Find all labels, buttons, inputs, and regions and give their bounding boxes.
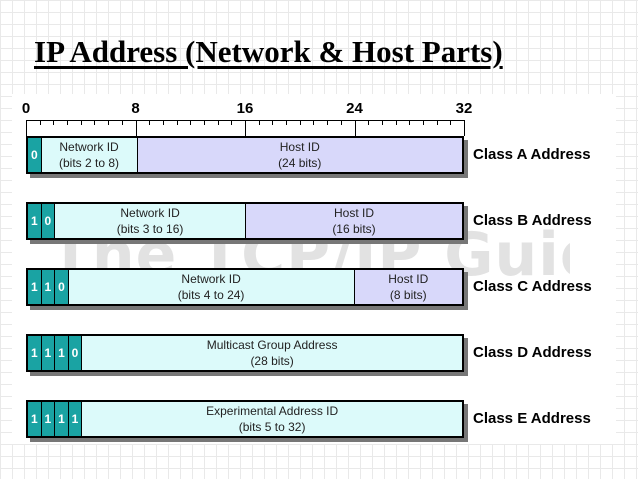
ruler-tick-label: 24 [346,100,363,117]
ruler-minor-tick [381,120,383,125]
leading-bit: 1 [28,402,42,436]
leading-bit: 0 [41,204,56,238]
ruler-minor-tick [176,120,178,125]
leading-bit: 0 [55,270,69,304]
class-label: Class E Address [473,410,591,427]
leading-bit: 1 [41,402,56,436]
host-id-field: Host ID (16 bits) [245,204,462,238]
class-label: Class B Address [473,212,592,229]
leading-bit: 1 [55,336,69,370]
field-size: (bits 2 to 8) [59,156,120,170]
ruler-minor-tick [203,120,205,125]
ruler-minor-tick [53,120,55,125]
field-name: Host ID [333,206,374,220]
ruler-minor-tick [313,120,315,125]
ruler-tick [354,120,356,136]
class-label: Class C Address [473,278,592,295]
class-label: Class D Address [473,344,592,361]
ruler-minor-tick [340,120,342,125]
ruler-minor-tick [149,120,151,125]
ruler-tick-label: 0 [21,100,31,117]
network-id-field: Experimental Address ID (bits 5 to 32) [82,402,462,436]
field-name: Host ID [388,272,429,286]
field-size: (28 bits) [250,354,294,368]
host-id-field: Host ID (8 bits) [353,270,462,304]
field-size: (8 bits) [389,288,427,302]
leading-bit: 0 [28,138,42,172]
ruler-minor-tick [327,120,329,125]
ruler-minor-tick [409,120,411,125]
ruler-tick [135,120,137,136]
leading-bit: 1 [28,204,42,238]
address-bar: 0 Network ID (bits 2 to 8) Host ID (24 bits) [26,136,464,174]
ruler-minor-tick [395,120,397,125]
leading-bit: 1 [68,402,83,436]
ruler-minor-tick [190,120,192,125]
field-size: (bits 3 to 16) [116,222,184,236]
field-size: (bits 4 to 24) [177,288,245,302]
network-id-field: Network ID (bits 3 to 16) [55,204,245,238]
network-id-field: Multicast Group Address (28 bits) [82,336,462,370]
ruler-tick-label: 8 [131,100,140,117]
ruler-minor-tick [217,120,219,125]
leading-bit: 1 [28,270,42,304]
ruler-minor-tick [39,120,41,125]
ruler-minor-tick [80,120,82,125]
leading-bit: 0 [68,336,83,370]
leading-bit: 1 [55,402,69,436]
ruler-minor-tick [162,120,164,125]
field-name: Network ID [59,140,119,154]
ruler-tick [464,120,465,136]
leading-bit: 1 [41,336,56,370]
field-size: (24 bits) [278,156,322,170]
ruler-minor-tick [368,120,370,125]
network-id-field: Network ID (bits 2 to 8) [41,138,137,172]
ruler-minor-tick [258,120,260,125]
ruler-tick-label: 16 [236,100,254,117]
ruler-minor-tick [121,120,123,125]
ruler-minor-tick [108,120,110,125]
ruler-minor-tick [299,120,301,125]
ruler-tick [26,120,27,136]
slide-title: IP Address (Network & Host Parts) [34,34,503,69]
field-name: Multicast Group Address [206,338,338,352]
ruler-minor-tick [231,120,233,125]
ruler-minor-tick [436,120,438,125]
field-name: Host ID [279,140,320,154]
leading-bit: 1 [41,270,56,304]
network-id-field: Network ID (bits 4 to 24) [68,270,354,304]
ruler-minor-tick [94,120,96,125]
field-size: (bits 5 to 32) [238,420,306,434]
ruler-minor-tick [450,120,452,125]
ruler-tick-label: 32 [455,100,473,117]
ruler-line [26,120,464,121]
field-name: Network ID [120,206,180,220]
address-row: 0 Network ID (bits 2 to 8) Host ID (24 bits) [26,136,468,178]
host-id-field: Host ID (24 bits) [136,138,462,172]
field-name: Experimental Address ID [206,404,339,418]
leading-bit: 1 [28,336,42,370]
ruler-minor-tick [422,120,424,125]
ruler-minor-tick [286,120,288,125]
ruler-tick [245,120,246,136]
ruler-minor-tick [272,120,274,125]
field-size: (16 bits) [332,222,376,236]
field-name: Network ID [181,272,241,286]
class-label: Class A Address [473,146,591,163]
ruler-minor-tick [67,120,69,125]
